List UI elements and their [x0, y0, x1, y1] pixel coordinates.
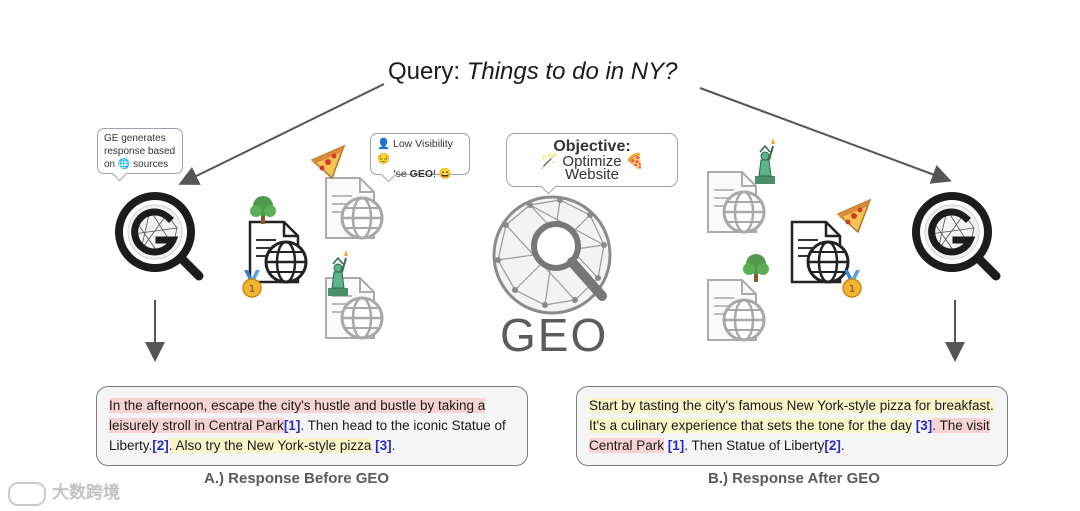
bubble-line: on 🌐 sources: [104, 159, 169, 170]
objective-line: 🪄 Optimize 🍕 Website: [539, 153, 645, 183]
response-sentence: . Then Statue of Liberty: [684, 438, 825, 453]
query-title: Query: Things to do in NY?: [388, 58, 678, 86]
search-engine-logo-left-icon: [115, 192, 199, 276]
response-after-box: Start by tasting the city's famous New Y…: [576, 386, 1008, 466]
bubble-line: response based: [104, 146, 176, 157]
response-sentence: . Also try the New York-style pizza: [168, 438, 372, 453]
bubble-text: Use: [388, 168, 410, 180]
citation: [1]: [667, 438, 685, 453]
document-globe-gray-icon: [706, 278, 766, 342]
tree-icon: [250, 196, 276, 224]
search-engine-logo-right-icon: [912, 192, 996, 276]
citation: [3]: [375, 438, 392, 453]
tree-icon: [743, 254, 769, 282]
bubble-line: Use GEO! 😄: [377, 167, 463, 182]
citation: [2]: [824, 438, 841, 453]
bubble-line: 👤 Low Visibility 😔: [377, 138, 453, 165]
response-before-box: In the afternoon, escape the city's hust…: [96, 386, 528, 466]
citation: [3]: [915, 418, 933, 433]
caption-after: B.) Response After GEO: [708, 470, 880, 487]
citation: [2]: [152, 438, 169, 453]
response-sentence: . Then head to the iconic Statue of Libe…: [109, 418, 506, 453]
watermark: 大数跨境: [8, 478, 120, 506]
watermark-text: 大数跨境: [52, 483, 120, 502]
citation: [1]: [283, 418, 301, 433]
query-to-left-arrow: [178, 83, 385, 185]
pizza-icon: [311, 145, 345, 179]
response-sentence: .: [840, 438, 845, 453]
query-prefix: Query:: [388, 58, 467, 85]
query-text: Things to do in NY?: [466, 58, 678, 85]
geo-globe-magnifier-icon: [492, 195, 612, 315]
pizza-icon: [837, 199, 871, 233]
geo-label: GEO: [500, 309, 609, 361]
geo-emphasis: GEO: [409, 168, 433, 180]
bubble-text: ! 😄: [433, 168, 452, 180]
objective-title: Objective:: [553, 138, 631, 155]
bubble-line: GE generates: [104, 133, 166, 144]
statue-of-liberty-icon: [754, 137, 776, 185]
query-to-right-arrow: [699, 87, 952, 184]
document-globe-dark-icon: [790, 220, 850, 284]
document-globe-gray-icon: [324, 176, 384, 240]
visibility-speech-bubble: 👤 Low Visibility 😔 Use GEO! 😄: [370, 133, 470, 180]
watermark-logo-icon: [8, 481, 46, 506]
objective-speech-bubble: Objective: 🪄 Optimize 🍕 Website: [506, 133, 678, 187]
ge-speech-bubble: GE generates response based on 🌐 sources: [97, 128, 183, 174]
statue-of-liberty-icon: [327, 249, 349, 297]
response-sentence: .: [391, 438, 396, 453]
caption-before: A.) Response Before GEO: [204, 470, 390, 487]
